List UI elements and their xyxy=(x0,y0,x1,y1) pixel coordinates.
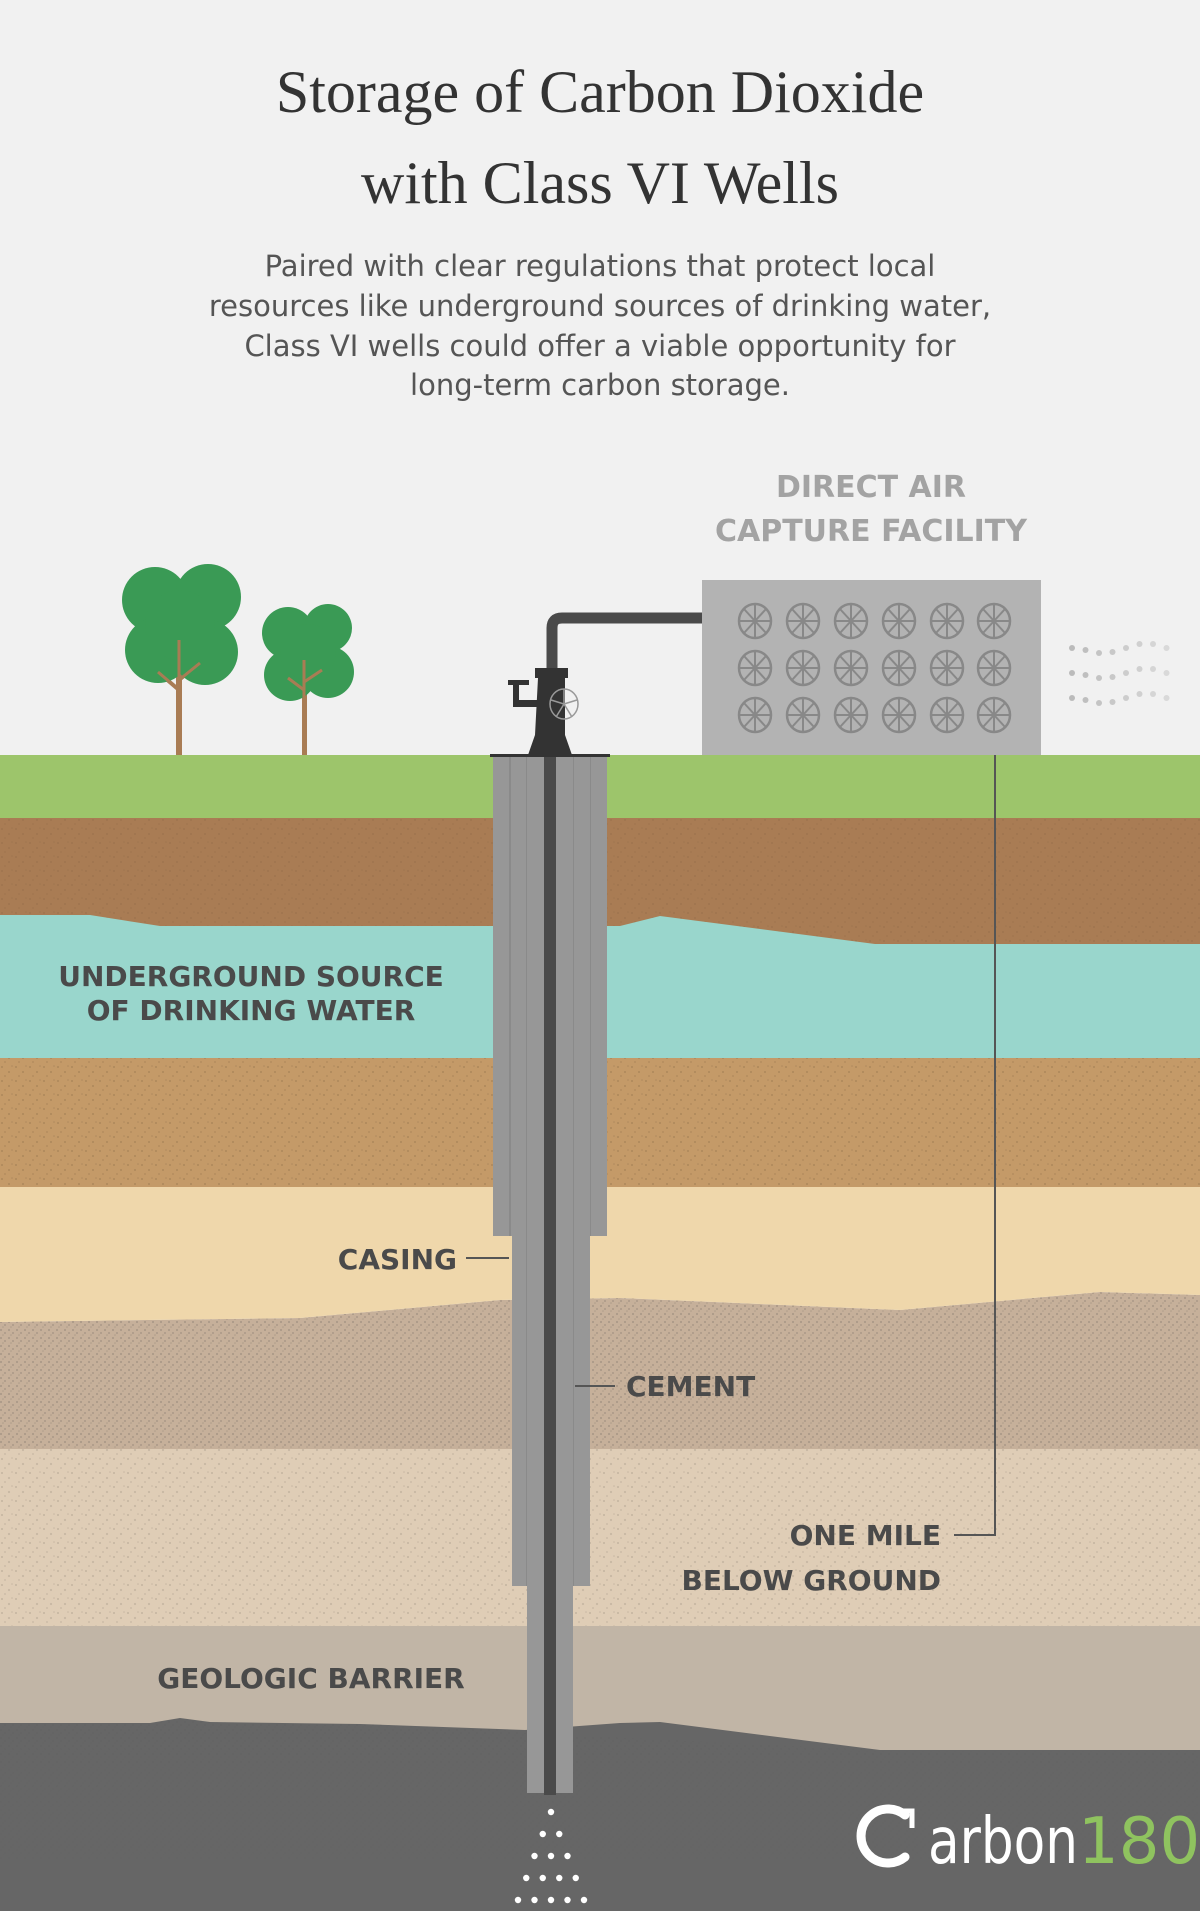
co2-dot xyxy=(564,1852,571,1860)
co2-dot xyxy=(539,1830,546,1838)
air-dot xyxy=(1069,670,1075,676)
fan-icon xyxy=(785,602,821,640)
fan-icon xyxy=(833,649,869,687)
air-dot xyxy=(1123,670,1129,676)
label-capture-facility: CAPTURE FACILITY xyxy=(715,514,1028,549)
co2-dot xyxy=(547,1896,555,1904)
well xyxy=(493,757,607,1795)
fan-icon xyxy=(737,696,773,734)
air-dot xyxy=(1082,647,1089,653)
air-dot xyxy=(1123,645,1129,651)
subtitle-line: long-term carbon storage. xyxy=(410,368,790,402)
air-dot xyxy=(1096,700,1102,706)
co2-dot xyxy=(556,1874,563,1882)
fan-icon xyxy=(929,602,965,640)
subtitle-line: Class VI wells could offer a viable oppo… xyxy=(244,329,955,363)
co2-dot xyxy=(523,1874,530,1882)
tree-icon xyxy=(122,564,241,755)
subtitle-line: Paired with clear regulations that prote… xyxy=(265,249,936,283)
co2-dot xyxy=(539,1874,546,1882)
label-below-ground: BELOW GROUND xyxy=(681,1564,941,1597)
co2-dot xyxy=(547,1852,555,1860)
fan-icon xyxy=(881,649,917,687)
label-casing: CASING xyxy=(338,1243,457,1276)
pipe xyxy=(546,612,702,680)
fan-icon xyxy=(785,649,821,687)
co2-dot xyxy=(556,1830,563,1838)
cement-core xyxy=(544,757,556,1795)
air-dot xyxy=(1069,645,1075,651)
fan-icon xyxy=(976,649,1012,687)
air-dot xyxy=(1096,675,1102,681)
logo-word: arbon xyxy=(928,1805,1078,1879)
co2-dot xyxy=(514,1896,522,1904)
fan-icon xyxy=(785,696,821,734)
tree-icon xyxy=(262,604,354,755)
air-dot xyxy=(1163,695,1170,701)
label-geologic-barrier: GEOLOGIC BARRIER xyxy=(157,1662,465,1695)
page-title-line2: with Class VI Wells xyxy=(361,150,839,216)
label-cement: CEMENT xyxy=(626,1370,755,1403)
fan-icon xyxy=(833,696,869,734)
fan-icon xyxy=(881,696,917,734)
air-dot xyxy=(1082,672,1089,678)
carbon180-logo: arbon 180 xyxy=(856,1804,1200,1879)
wellhead xyxy=(490,668,610,757)
air-dot xyxy=(1082,697,1089,703)
co2-dots xyxy=(514,1808,588,1904)
fan-icon xyxy=(929,696,965,734)
subtitle-line: resources like underground sources of dr… xyxy=(209,289,991,323)
air-dot xyxy=(1150,641,1156,647)
air-dot xyxy=(1136,666,1143,672)
co2-dot xyxy=(531,1852,538,1860)
layer-bedrock-texture xyxy=(0,1710,1200,1860)
air-dot xyxy=(1163,670,1170,676)
co2-dot xyxy=(531,1896,538,1904)
co2-dot xyxy=(572,1874,579,1882)
air-dot xyxy=(1150,691,1156,697)
air-dot xyxy=(1109,649,1116,655)
label-underground-source: UNDERGROUND SOURCE xyxy=(58,960,444,993)
fan-icon xyxy=(929,649,965,687)
co2-dot xyxy=(564,1896,571,1904)
air-dot xyxy=(1150,666,1156,672)
direct-air-capture-facility xyxy=(702,580,1041,755)
air-dot xyxy=(1109,699,1116,705)
fan-icon xyxy=(881,602,917,640)
label-drinking-water: OF DRINKING WATER xyxy=(87,994,416,1027)
fan-icon xyxy=(833,602,869,640)
fan-icon xyxy=(976,696,1012,734)
air-dot xyxy=(1096,650,1102,656)
layer-geologic-barrier xyxy=(0,1626,1200,1750)
co2-dot xyxy=(580,1896,588,1904)
co2-dot xyxy=(547,1808,555,1816)
air-dot xyxy=(1109,674,1116,680)
air-dot xyxy=(1069,695,1075,701)
air-dots xyxy=(1069,641,1170,706)
air-dot xyxy=(1136,691,1143,697)
page-title: Storage of Carbon Dioxide xyxy=(276,59,924,125)
fan-icon xyxy=(976,602,1012,640)
layer-silt-texture xyxy=(0,1449,1200,1626)
air-dot xyxy=(1123,695,1129,701)
air-dot xyxy=(1136,641,1143,647)
fan-icon xyxy=(737,602,773,640)
layer-sand xyxy=(0,1187,1200,1322)
logo-number: 180 xyxy=(1078,1805,1200,1879)
layer-gravel-texture xyxy=(0,1292,1200,1449)
label-one-mile: ONE MILE xyxy=(790,1519,941,1552)
label-direct-air: DIRECT AIR xyxy=(776,470,966,505)
fan-icon xyxy=(737,649,773,687)
air-dot xyxy=(1163,645,1170,651)
